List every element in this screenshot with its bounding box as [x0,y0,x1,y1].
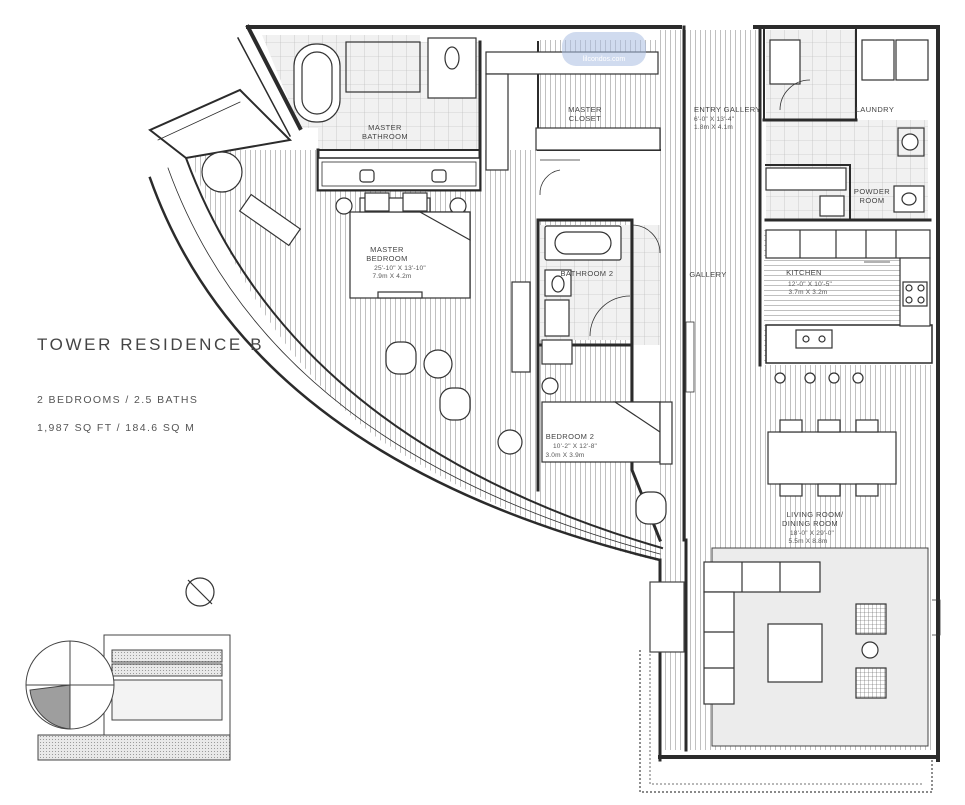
kitchen-sink [795,329,833,349]
entry-gallery-dim-ft: 6'-0" X 13'-4" [694,116,735,123]
bedroom2-chair [635,491,667,525]
area-summary: 1,987 SQ FT / 184.6 SQ M [37,422,196,434]
laundry-label: LAUNDRY [856,105,895,114]
bedroom-tv-console [511,281,531,373]
wall-curve-outer [148,176,662,562]
master-bath-label-1: MASTER [368,123,402,132]
armchair-grid-1 [855,603,887,635]
entry-gallery-label: ENTRY GALLERY [694,105,761,114]
armchair-grid-2 [855,667,887,699]
bedroom2-dim-m: 3.0m X 3.9m [545,452,584,459]
rooms-summary: 2 BEDROOMS / 2.5 BATHS [37,394,199,406]
bedroom2-dim-ft: 10'-2" X 12'-8" [553,443,598,450]
sofa-sectional [703,561,821,593]
powder-vanity [765,167,847,191]
laundry-dryer [895,39,929,81]
west-storage [649,581,685,653]
master-bath-label-2: BATHROOM [362,132,408,141]
wall-curve-inner [184,156,664,550]
bedroom-armchair-2 [439,387,471,421]
powder-label-2: ROOM [860,196,885,205]
nw-planter [148,88,293,160]
kitchen-island [765,324,933,364]
closet-label-2: CLOSET [569,114,601,123]
wall-curve-mid [167,167,661,555]
closet-label-1: MASTER [568,105,602,114]
bedroom-ottoman [497,429,523,455]
north-arrow [185,577,215,607]
wall-west-angled [245,24,303,131]
kitchen-label: KITCHEN [786,268,822,277]
living-dim-m: 5.5m X 8.8m [788,538,827,545]
living-side-table [861,641,879,659]
master-bedroom-dim-ft: 25'-10" X 13'-10" [374,265,426,272]
chaise-lounge [238,193,302,247]
gallery-label: GALLERY [689,270,726,279]
master-vanity [317,157,481,191]
master-shower [345,41,421,93]
closet-island [535,127,661,151]
laundry-washer [861,39,895,81]
bath2-vanity [544,299,570,337]
master-tub [293,43,341,123]
nw-round-table [201,151,243,193]
key-plan [25,634,231,761]
powder-label-1: POWDER [854,187,890,196]
bedroom-armchair-1 [385,341,417,375]
watermark-logo: lilcondos.com [562,32,646,66]
coffee-table [767,623,823,683]
dining-table [767,431,897,485]
wall-bath2 [536,218,634,347]
hall-tile [630,225,660,345]
kitchen-counter-top [765,229,931,259]
master-bedroom-dim-m: 7.9m X 4.2m [372,273,411,280]
residence-title: TOWER RESIDENCE B [37,335,265,354]
kitchen-dim-m: 3.7m X 3.2m [788,289,827,296]
master-bed [349,211,471,299]
bedroom-side-table [423,349,453,379]
living-dim-ft: 18'-0" X 29'-0" [790,530,835,537]
master-bedroom-label-2: BEDROOM [366,254,408,263]
balcony-outline [639,650,933,793]
bedroom2-label: BEDROOM 2 [546,432,595,441]
kitchen-dim-ft: 12'-0" X 10'-5" [788,281,833,288]
living-label-1: LIVING ROOM/ [787,510,844,519]
entry-gallery-dim-m: 1.8m X 4.1m [694,124,733,131]
watermark-text: lilcondos.com [582,55,626,63]
bathroom2-label: BATHROOM 2 [560,269,613,278]
master-bedroom-label-1: MASTER [370,245,404,254]
bath2-tub [544,225,622,261]
living-label-2: DINING ROOM [782,519,838,528]
